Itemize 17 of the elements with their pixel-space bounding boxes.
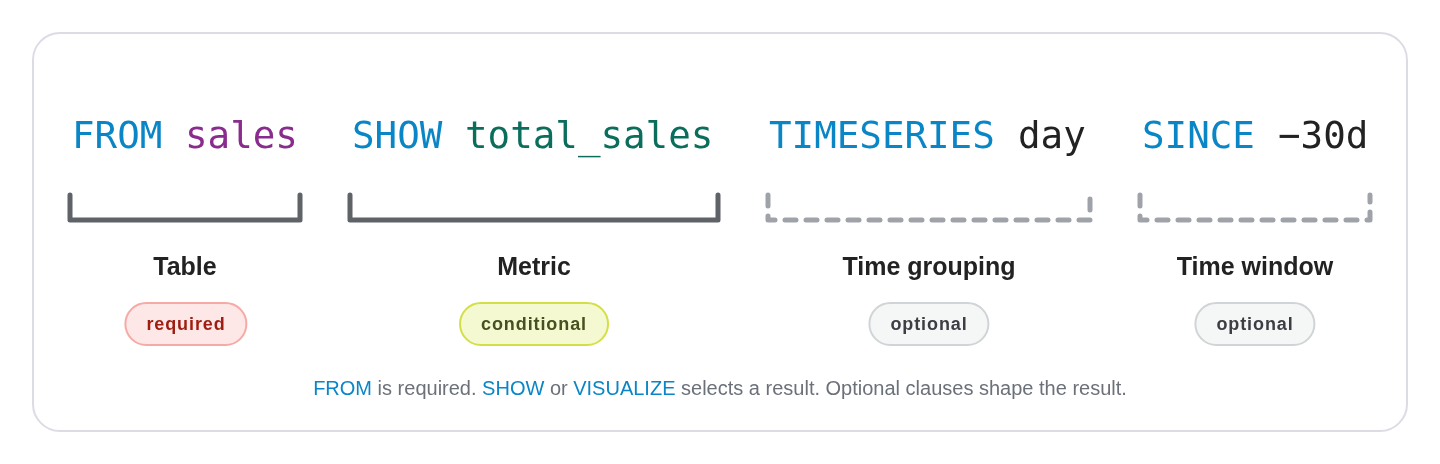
caption-text: FROM is required. SHOW or VISUALIZE selects a result. Optional clauses shape the result. [313,376,1127,400]
code-argument: day [1018,113,1086,157]
requirement-tag: required [124,302,248,346]
requirement-tag: optional [868,302,990,346]
code-argument: total_sales [465,113,714,157]
clause-label: Time grouping [842,251,1016,281]
code-keyword: FROM [72,113,163,157]
code-keyword: SHOW [352,113,443,157]
clause-label: Time window [1176,251,1334,281]
code-argument: −30d [1278,113,1369,157]
clause-label: Table [153,251,217,281]
code-argument: sales [185,113,298,157]
requirement-tag: optional [1194,302,1316,346]
code-keyword: TIMESERIES [769,113,995,157]
clause-label: Metric [497,251,571,281]
code-keyword: SINCE [1142,113,1255,157]
requirement-tag: conditional [459,302,609,346]
